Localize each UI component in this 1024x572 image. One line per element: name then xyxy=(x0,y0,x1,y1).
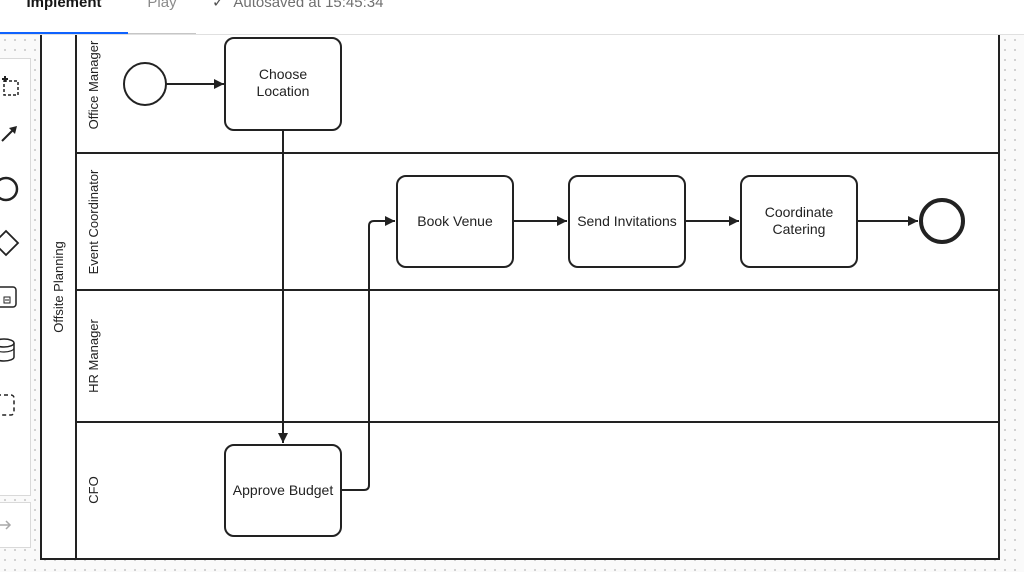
sequence-flow[interactable] xyxy=(341,216,395,491)
task-label: Approve Budget xyxy=(233,482,334,498)
task-label: Coordinate xyxy=(765,204,834,220)
event-tool-icon[interactable] xyxy=(0,171,28,207)
pool-label: Offsite Planning xyxy=(51,241,66,333)
task-choose-location[interactable]: Choose Location xyxy=(224,37,342,131)
lane-label-event-coordinator: Event Coordinator xyxy=(86,169,101,274)
task-approve-budget[interactable]: Approve Budget xyxy=(224,444,342,537)
pool-offsite-planning[interactable] xyxy=(40,27,1000,560)
tool-palette xyxy=(0,58,31,496)
end-event[interactable] xyxy=(919,198,965,244)
lasso-tool-icon[interactable] xyxy=(0,67,28,103)
data-store-tool-icon[interactable] xyxy=(0,333,28,369)
task-label: Choose xyxy=(259,66,307,82)
task-label: Send Invitations xyxy=(577,213,677,229)
checkmark-icon: ✓ xyxy=(212,0,225,11)
top-bar: Implement Play ✓ Autosaved at 15:45:34 xyxy=(0,0,1024,35)
task-coordinate-catering[interactable]: Coordinate Catering xyxy=(740,175,858,268)
lane-label-hr-manager: HR Manager xyxy=(86,318,101,392)
task-tool-icon[interactable] xyxy=(0,279,28,315)
gateway-tool-icon[interactable] xyxy=(0,225,28,261)
lane-label-office-manager: Office Manager xyxy=(86,40,101,129)
connect-tool-icon[interactable] xyxy=(0,115,28,151)
task-label: Catering xyxy=(773,221,826,237)
tool-palette-secondary xyxy=(0,502,31,548)
tab-implement[interactable]: Implement xyxy=(0,0,128,34)
task-book-venue[interactable]: Book Venue xyxy=(396,175,514,268)
task-send-invitations[interactable]: Send Invitations xyxy=(568,175,686,268)
arrow-right-icon[interactable] xyxy=(0,507,28,543)
group-tool-icon[interactable] xyxy=(0,387,28,423)
task-label: Location xyxy=(257,83,310,99)
tab-play[interactable]: Play xyxy=(128,0,196,34)
autosave-status: ✓ Autosaved at 15:45:34 xyxy=(212,0,383,18)
lane-label-cfo: CFO xyxy=(86,476,101,503)
start-event[interactable] xyxy=(123,62,167,106)
task-label: Book Venue xyxy=(417,213,493,229)
autosave-text: Autosaved at 15:45:34 xyxy=(233,0,384,11)
